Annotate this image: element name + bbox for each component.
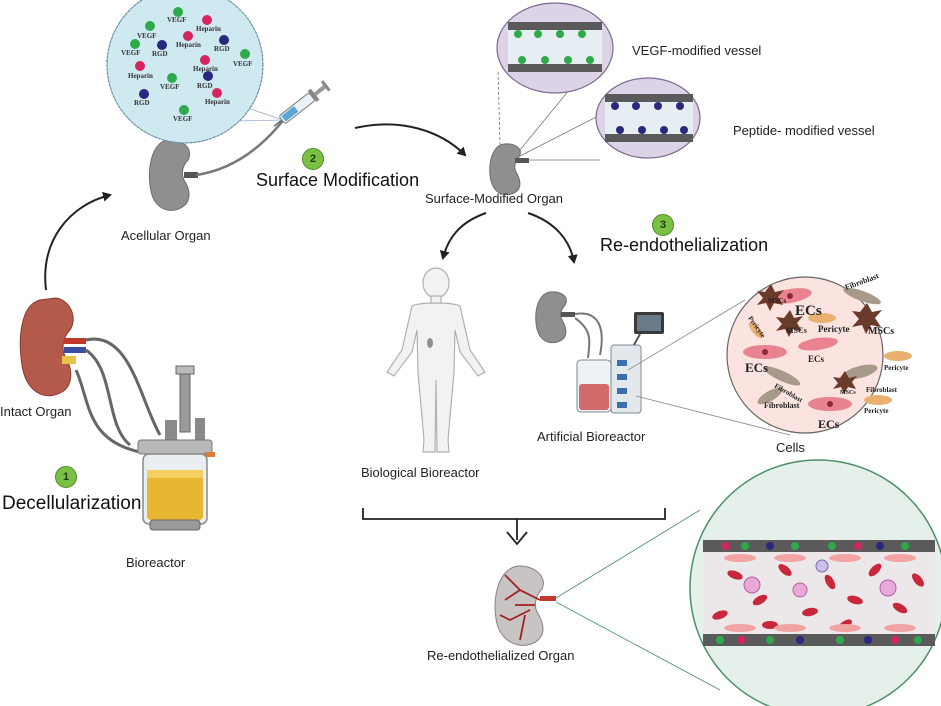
arrow-merge-down bbox=[506, 531, 528, 546]
peptide-vessel-label: Peptide- modified vessel bbox=[733, 123, 875, 138]
cell-label-pericyte: Pericyte bbox=[864, 407, 888, 415]
surface-modified-kidney-icon bbox=[489, 143, 529, 196]
intact-organ-label: Intact Organ bbox=[0, 404, 72, 419]
vessel-wall-dots bbox=[716, 542, 922, 644]
human-body-icon bbox=[386, 267, 486, 453]
cell-label-pericyte: Pericyte bbox=[884, 364, 908, 372]
arrow-acellular-to-modified bbox=[354, 123, 467, 157]
artificial-bioreactor-icon bbox=[576, 312, 664, 414]
arrow-to-artificial bbox=[527, 212, 578, 264]
arrow-to-biological bbox=[439, 212, 487, 260]
vegf-label: VEGF bbox=[121, 49, 140, 57]
step-3-badge: 3 bbox=[652, 214, 674, 236]
cell-label-mscs: MSCs bbox=[868, 326, 894, 337]
step-2-badge: 2 bbox=[302, 148, 324, 170]
vegf-label: VEGF bbox=[173, 115, 192, 123]
artificial-bioreactor-label: Artificial Bioreactor bbox=[537, 429, 646, 444]
syringe-tube bbox=[195, 117, 286, 177]
vegf-label: VEGF bbox=[233, 60, 252, 68]
step-1-badge: 1 bbox=[55, 466, 77, 488]
cell-label-ecs: ECs bbox=[745, 360, 768, 375]
heparin-label: Heparin bbox=[193, 65, 218, 73]
rgd-label: RGD bbox=[134, 99, 150, 107]
cell-label-mscs: MSCs bbox=[786, 326, 807, 335]
rgd-label: RGD bbox=[197, 82, 213, 90]
artificial-bioreactor-kidney-icon bbox=[535, 291, 575, 344]
cells-label: Cells bbox=[776, 440, 805, 455]
bioreactor-icon bbox=[137, 365, 215, 531]
tube-intact-to-bioreactor bbox=[85, 337, 162, 436]
syringe-icon bbox=[273, 80, 331, 127]
cell-label-ecs: ECs bbox=[808, 354, 825, 364]
step-decellularization-label: Decellularization bbox=[2, 493, 142, 514]
intact-kidney-icon bbox=[19, 297, 86, 397]
cell-label-ecs: ECs bbox=[795, 303, 822, 319]
acellular-kidney-icon bbox=[148, 139, 198, 211]
cell-label-ecs: ECs bbox=[818, 417, 840, 431]
rgd-label: RGD bbox=[214, 45, 230, 53]
cell-label-mscs: MSCs bbox=[840, 390, 856, 396]
lining-endothelial-cells bbox=[724, 554, 916, 632]
cell-label-pericyte: Pericyte bbox=[818, 324, 849, 334]
re-endothelialized-organ-label: Re-endothelialized Organ bbox=[427, 648, 575, 663]
vegf-vessel-dots bbox=[514, 30, 594, 64]
heparin-label: Heparin bbox=[196, 25, 221, 33]
vegf-vessel-label: VEGF-modified vessel bbox=[632, 43, 762, 58]
rgd-label: RGD bbox=[152, 50, 168, 58]
blood-cells bbox=[712, 563, 924, 631]
surface-modified-organ-label: Surface-Modified Organ bbox=[425, 191, 564, 206]
vegf-label: VEGF bbox=[160, 83, 179, 91]
re-endothelialized-kidney-icon bbox=[494, 565, 556, 646]
cell-label-fibroblast: Fibroblast bbox=[844, 271, 881, 292]
bioreactor-label: Bioreactor bbox=[126, 555, 186, 570]
heparin-label: Heparin bbox=[176, 41, 201, 49]
cell-label-mscs: MSCs bbox=[768, 297, 787, 305]
biological-bioreactor-label: Biological Bioreactor bbox=[361, 465, 480, 480]
vegf-label: VEGF bbox=[167, 16, 186, 24]
white-cells bbox=[743, 559, 897, 598]
merge-bracket bbox=[362, 508, 666, 540]
molecule-dots: VEGF VEGF Heparin VEGF RGD Heparin RGD V… bbox=[121, 7, 252, 123]
acellular-organ-label: Acellular Organ bbox=[121, 228, 211, 243]
cell-label-fibroblast: Fibroblast bbox=[866, 386, 898, 394]
step-surface-modification-label: Surface Modification bbox=[256, 170, 420, 190]
arrow-intact-to-acellular bbox=[44, 191, 112, 291]
step-re-endothelialization-label: Re-endothelialization bbox=[600, 235, 769, 255]
cell-shapes bbox=[743, 284, 912, 411]
heparin-label: Heparin bbox=[205, 98, 230, 106]
vegf-label: VEGF bbox=[137, 32, 156, 40]
cell-label-fibroblast: Fibroblast bbox=[764, 401, 800, 410]
peptide-vessel-dots bbox=[611, 102, 688, 134]
heparin-label: Heparin bbox=[128, 72, 153, 80]
